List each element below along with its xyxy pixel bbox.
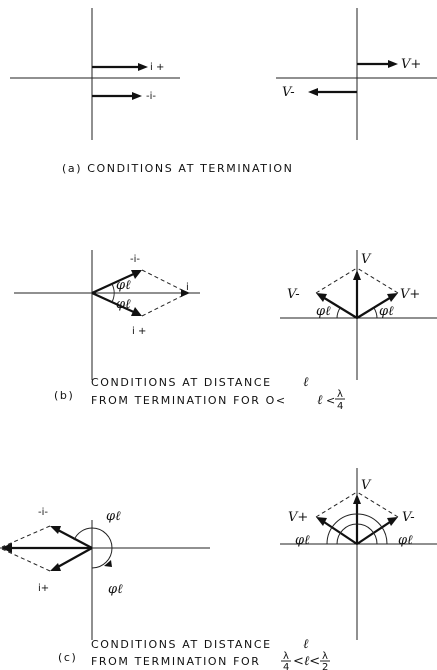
panel-b-caption-line2-var: ℓ — [317, 393, 323, 408]
panel-b-v-arrowhead — [353, 270, 361, 280]
panel-c-v-minus-arrowhead — [387, 517, 398, 526]
panel-b-v-minus-label: V- — [287, 287, 300, 302]
panel-b-i-plus-arrowhead — [131, 307, 142, 316]
panel-a-i-minus-arrowhead — [132, 92, 142, 100]
panel-b-current-upper-dashed — [141, 269, 189, 294]
panel-c-voltage-inner-arc — [336, 523, 378, 545]
panel-c-i-minus-label: -i- — [38, 507, 48, 518]
panel-b-phi-right-label: φℓ — [379, 304, 394, 319]
panel-c-phi-left-label: φℓ — [295, 533, 310, 548]
panel-b-voltage-right-angle-arc — [373, 307, 378, 319]
panel-a-v-minus-label: V- — [282, 85, 295, 100]
panel-c-v-label: V — [361, 478, 372, 493]
panel-c-voltage-left-dashed — [315, 491, 358, 518]
panel-a-caption: (a) CONDITIONS AT TERMINATION — [62, 162, 294, 175]
panel-c-voltage-right-dashed — [356, 491, 399, 518]
panel-a-i-plus-arrowhead — [138, 63, 148, 71]
panel-b-v-plus-label: V+ — [400, 287, 420, 302]
panel-c-v-plus-label: V+ — [288, 510, 308, 525]
panel-a-i-plus-label: i + — [150, 62, 164, 73]
panel-b-i-minus-arrowhead — [131, 270, 142, 279]
panel-c: -i- i+ φℓ φℓ V V+ V- φℓ φℓ (c) CONDITION… — [0, 468, 437, 670]
panel-b-voltage-left-dashed — [315, 267, 358, 294]
panel-c-caption-inequality: <ℓ< — [293, 654, 320, 669]
panel-c-frac2-denominator: 2 — [322, 662, 328, 670]
panel-c-phi-lower-label: φℓ — [108, 582, 123, 597]
panel-b-frac-denominator: 4 — [337, 401, 343, 412]
panel-c-v-plus-arrow — [320, 519, 358, 545]
panel-c-caption-line2: FROM TERMINATION FOR — [91, 655, 261, 668]
panel-b-caption-line2: FROM TERMINATION FOR O< — [91, 394, 287, 407]
panel-c-v-arrowhead — [353, 494, 361, 504]
panel-c-current-lower-dashed — [1, 548, 51, 572]
panel-b-phi-upper-label: φℓ — [116, 278, 131, 293]
panel-b-voltage-left-angle-arc — [336, 307, 341, 319]
panel-a-v-plus-label: V+ — [401, 57, 421, 72]
panel-a-v-minus-arrowhead — [308, 88, 318, 96]
panel-c-caption-var: ℓ — [303, 637, 309, 652]
panel-b-v-minus-arrow — [320, 295, 358, 319]
panel-b-v-plus-arrowhead — [387, 293, 398, 302]
panel-a-i-minus-label: -i- — [146, 91, 156, 102]
panel-c-i-minus-arrowhead — [50, 526, 61, 534]
panel-b-caption-line1: CONDITIONS AT DISTANCE — [91, 376, 272, 389]
panel-a: i + -i- V+ V- (a) CONDITIONS AT TERMINAT… — [10, 8, 437, 175]
panel-c-current-upper-angle-arc — [91, 527, 113, 569]
panel-b-v-plus-arrow — [356, 295, 394, 319]
panel-b: -i- i + i φℓ φℓ V V+ V- φℓ φℓ (b) CONDIT… — [14, 250, 437, 412]
panel-b-caption-letter: (b) — [54, 389, 74, 402]
panel-c-phi-upper-label: φℓ — [106, 509, 121, 524]
panel-c-frac1-numerator: λ — [283, 651, 289, 662]
panel-c-voltage-outer-arc — [326, 513, 388, 545]
panel-b-i-arrowhead — [181, 289, 190, 297]
panel-b-i-minus-label: -i- — [130, 254, 140, 265]
panel-c-caption-line1: CONDITIONS AT DISTANCE — [91, 638, 272, 651]
panel-c-phi-right-label: φℓ — [398, 533, 413, 548]
panel-c-current-top-angle-arc — [73, 527, 93, 541]
panel-c-current-angle-arc-arrowhead — [104, 560, 112, 567]
panel-b-v-minus-arrowhead — [316, 293, 327, 302]
panel-c-i-plus-arrow — [55, 547, 93, 569]
panel-c-i-plus-arrowhead — [50, 563, 61, 571]
panel-c-i-minus-arrow — [55, 528, 93, 549]
panel-a-v-plus-arrowhead — [388, 60, 398, 68]
panel-b-frac-numerator: λ — [337, 389, 343, 400]
panel-c-v-plus-arrowhead — [316, 517, 327, 526]
panel-b-v-label: V — [361, 252, 372, 267]
panel-b-current-angle-arc — [111, 283, 115, 303]
panel-c-i-plus-label: i+ — [38, 583, 49, 594]
panel-b-phi-lower-label: φℓ — [116, 297, 131, 312]
panel-b-caption-var: ℓ — [303, 375, 309, 390]
panel-b-voltage-right-dashed — [356, 267, 399, 294]
panel-b-i-plus-arrow — [91, 291, 139, 316]
panel-c-v-minus-arrow — [356, 519, 394, 545]
panel-b-i-minus-arrow — [91, 270, 139, 295]
panel-c-current-upper-dashed — [1, 525, 51, 548]
panel-c-caption-letter: (c) — [58, 651, 77, 664]
panel-c-i-arrowhead — [1, 543, 12, 553]
panel-c-frac2-numerator: λ — [322, 651, 328, 662]
panel-b-phi-left-label: φℓ — [316, 304, 331, 319]
panel-c-v-minus-label: V- — [402, 510, 415, 525]
panel-b-i-plus-label: i + — [132, 326, 146, 337]
panel-c-frac1-denominator: 4 — [283, 662, 289, 670]
panel-b-caption-line2-lt: < — [326, 394, 337, 407]
panel-b-i-label: i — [186, 282, 189, 293]
panel-b-current-lower-dashed — [141, 292, 189, 317]
